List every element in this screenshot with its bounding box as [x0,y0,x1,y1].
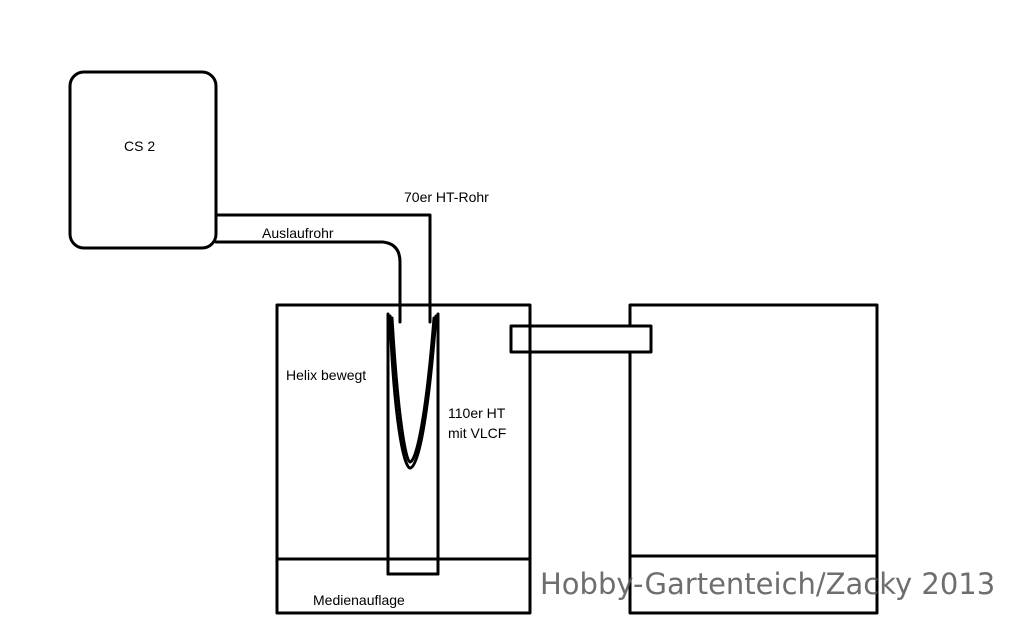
outlet-pipe-inner [214,240,402,324]
filter-chamber-left [275,303,532,615]
filter-chamber-right [628,303,879,615]
pipe-70-label: 70er HT-Rohr [404,189,489,205]
connecting-pipe [509,324,653,354]
helix-swirl-inner [390,316,436,464]
outlet-pipe-label: Auslaufrohr [262,225,334,241]
cs2-box [68,70,218,250]
cs2-label: CS 2 [124,138,155,154]
ht110-label-line1: 110er HT [448,405,506,421]
helix-label: Helix bewegt [286,367,366,383]
watermark-text: Hobby-Gartenteich/Zacky 2013 [540,567,995,601]
media-support-label: Medienauflage [313,592,405,608]
ht110-label-line2: mit VLCF [448,425,506,441]
outlet-pipe-outer [214,213,432,324]
helix-swirl [388,314,438,470]
